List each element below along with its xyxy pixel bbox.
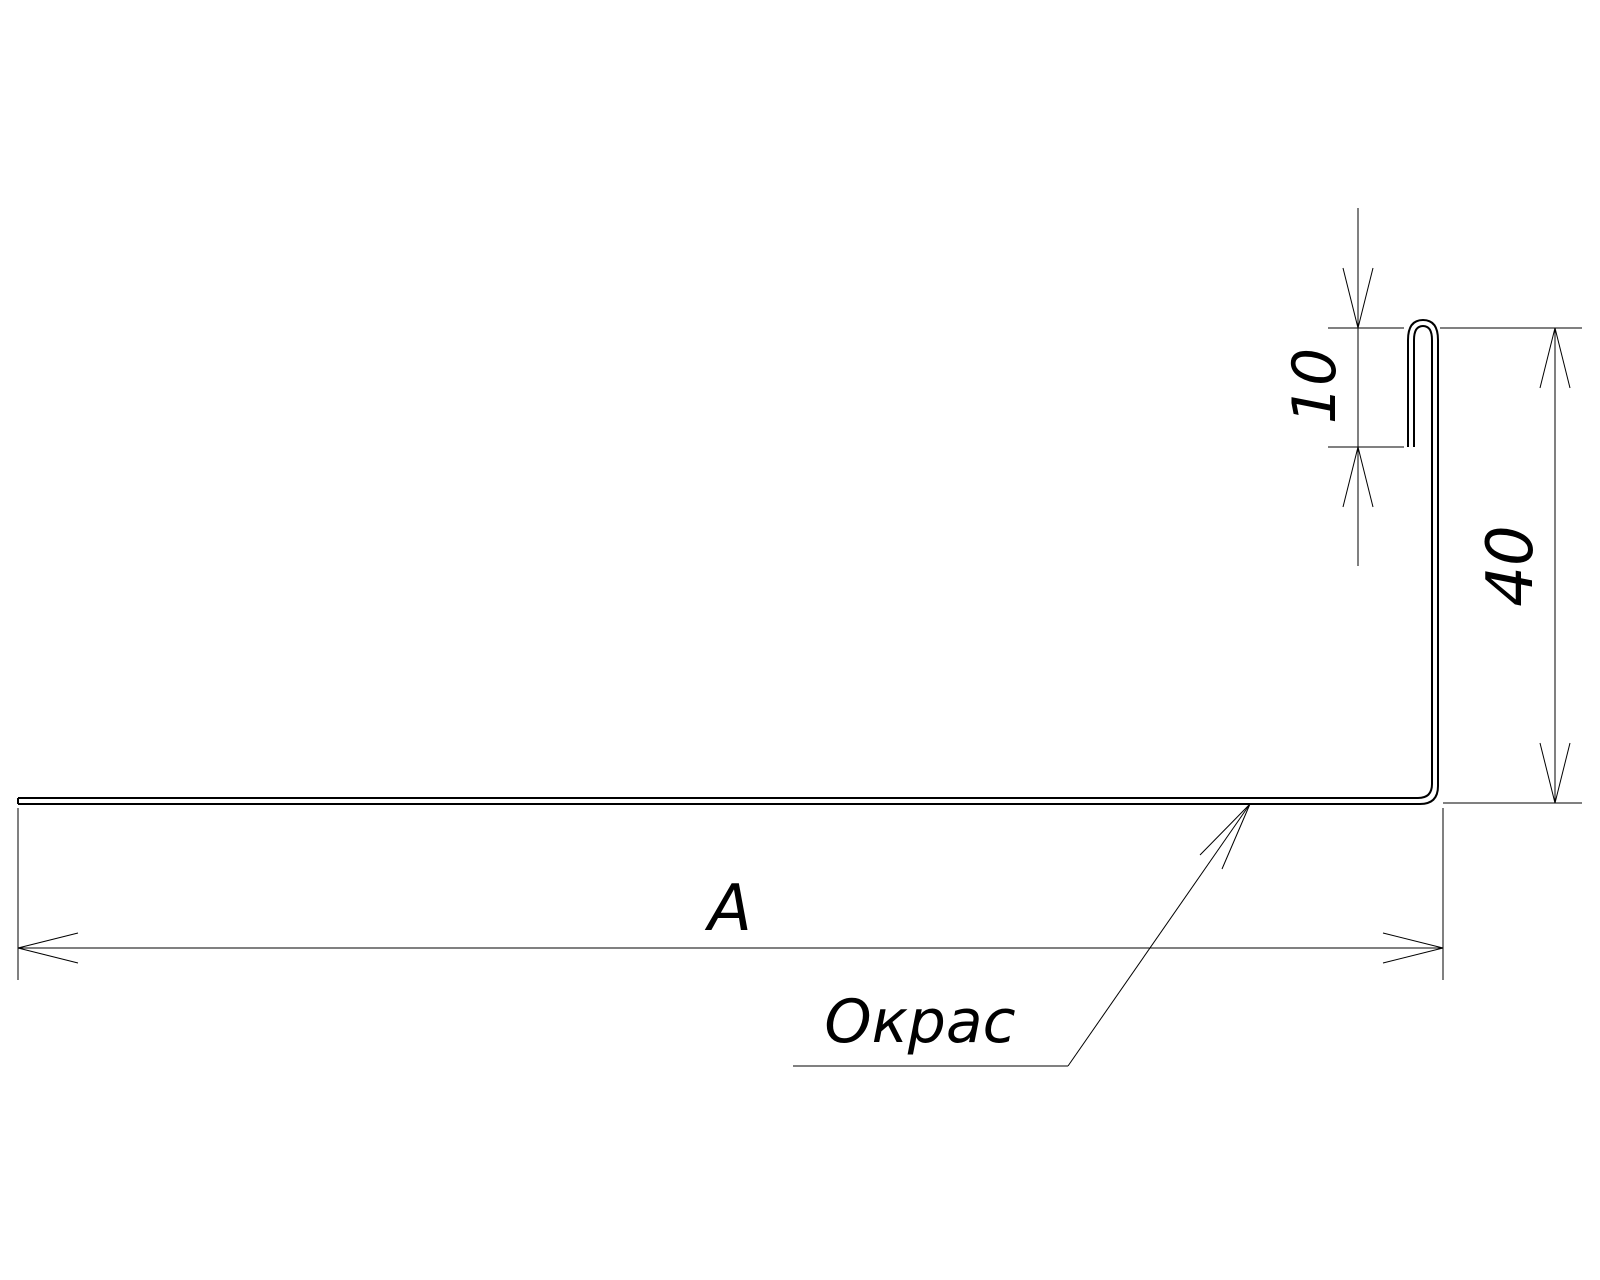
dimension-a-label: A bbox=[704, 872, 752, 946]
arrow-hem-bottom bbox=[1342, 446, 1374, 508]
dimension-10-label: 10 bbox=[1280, 348, 1350, 424]
arrow-hem-top bbox=[1342, 267, 1374, 329]
arrow-left bbox=[17, 932, 79, 964]
leader-arrow bbox=[1199, 803, 1251, 870]
arrow-right bbox=[1382, 932, 1444, 964]
arrow-bottom bbox=[1539, 742, 1571, 804]
paint-leader: Окрас bbox=[793, 803, 1251, 1067]
sheet-profile bbox=[17, 318, 1439, 805]
paint-label: Окрас bbox=[824, 987, 1015, 1057]
dimension-a: A bbox=[17, 808, 1444, 980]
leader-line bbox=[1067, 803, 1251, 1067]
dimension-10: 10 bbox=[1280, 208, 1404, 566]
arrow-top bbox=[1539, 327, 1571, 389]
dimension-40: 40 bbox=[1440, 327, 1582, 804]
dimension-40-label: 40 bbox=[1474, 525, 1548, 606]
